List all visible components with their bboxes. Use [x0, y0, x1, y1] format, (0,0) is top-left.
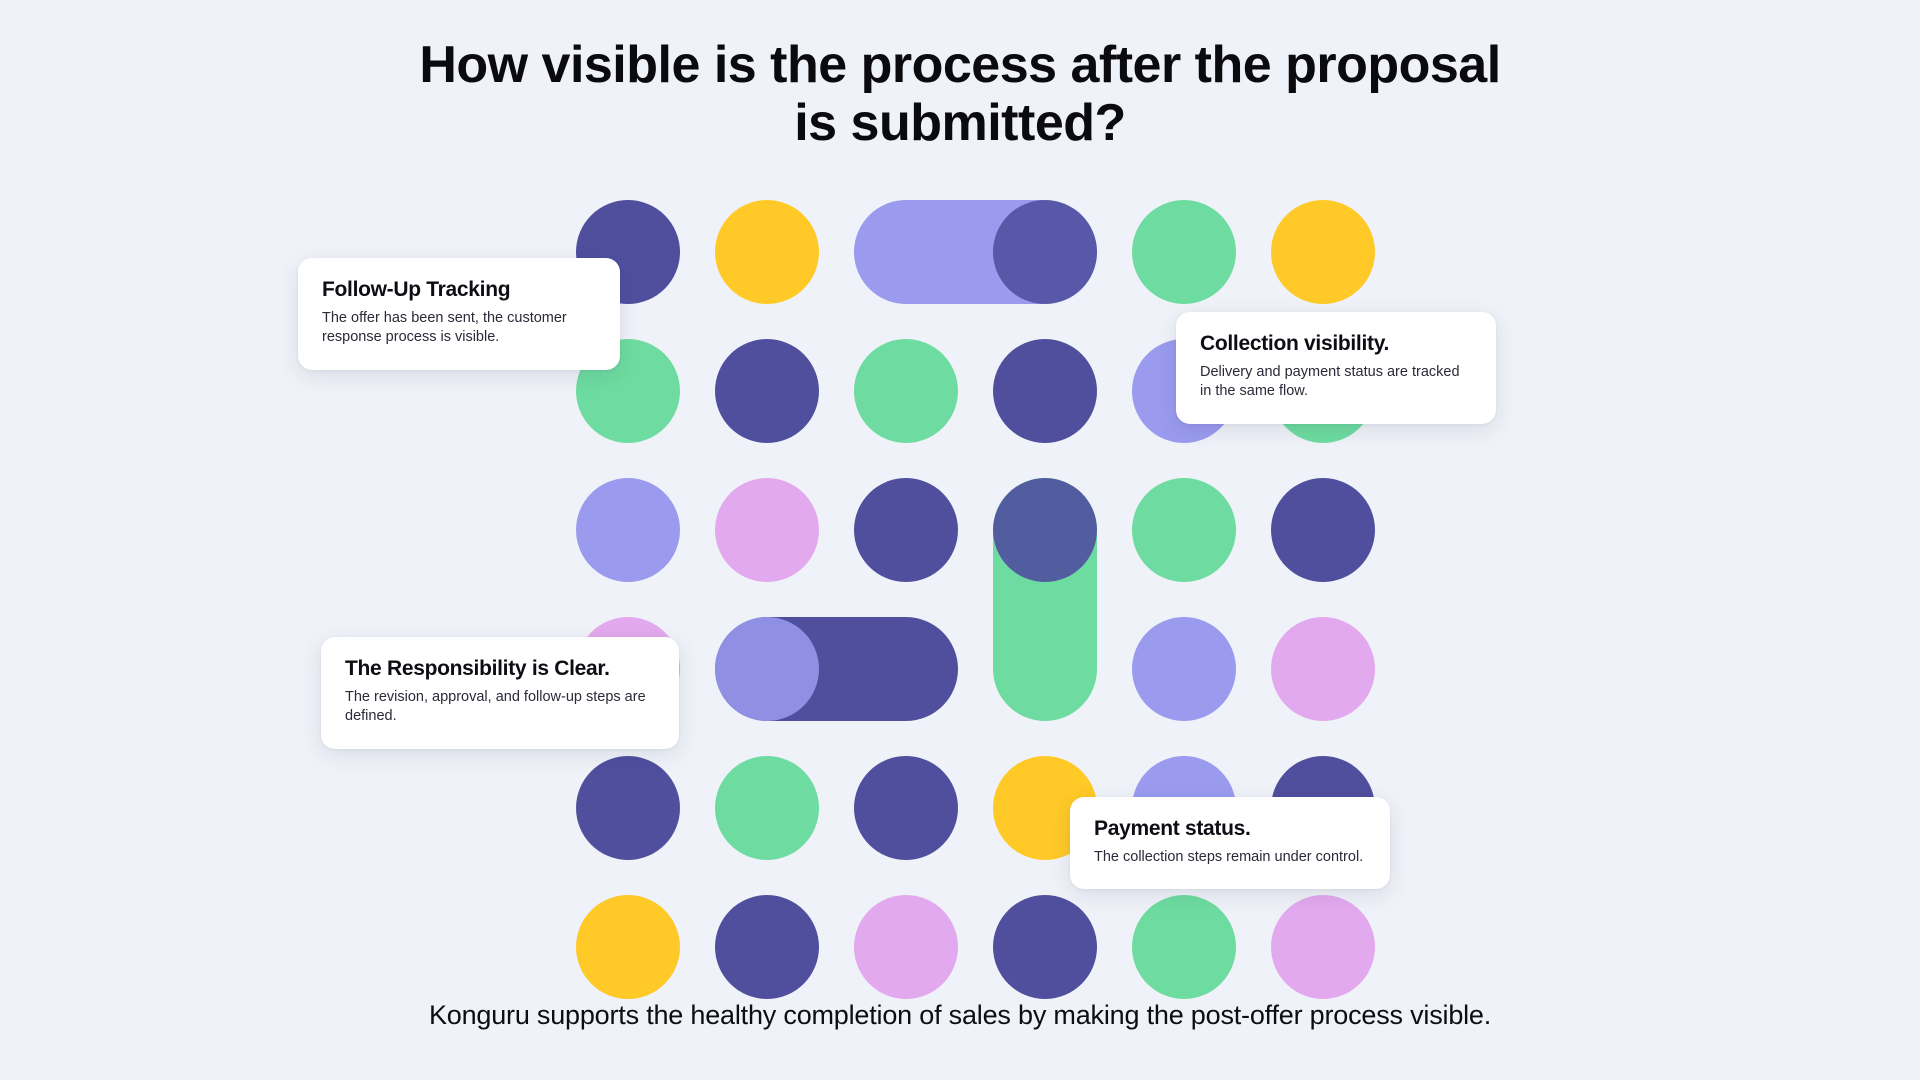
- card-responsibility-is-clear[interactable]: The Responsibility is Clear. The revisio…: [321, 637, 679, 749]
- r6c5-dot-green-icon: [1132, 895, 1236, 999]
- r4c5-dot-light-purple-icon: [1132, 617, 1236, 721]
- card-body: The collection steps remain under contro…: [1094, 849, 1364, 865]
- footer-caption: Konguru supports the healthy completion …: [428, 1000, 1492, 1030]
- card-collection-visibility[interactable]: Collection visibility. Delivery and paym…: [1176, 312, 1496, 424]
- r2c4-dot-dark-purple-icon: [993, 339, 1097, 443]
- card-title: Payment status.: [1094, 817, 1251, 840]
- r3c4-dot-dark-purple-icon: [993, 478, 1097, 582]
- r6c4-dot-dark-purple-icon: [993, 895, 1097, 999]
- r3c5-dot-green-icon: [1132, 478, 1236, 582]
- r6c6-dot-pink-icon: [1271, 895, 1375, 999]
- r6c2-dot-dark-purple-icon: [715, 895, 819, 999]
- r2c3-dot-green-icon: [854, 339, 958, 443]
- card-title: Follow-Up Tracking: [322, 278, 511, 301]
- r3c3-dot-dark-purple-icon: [854, 478, 958, 582]
- r1c5-dot-green-icon: [1132, 200, 1236, 304]
- r5c2-dot-green-icon: [715, 756, 819, 860]
- r3c6-dot-dark-purple-icon: [1271, 478, 1375, 582]
- card-payment-status[interactable]: Payment status. The collection steps rem…: [1070, 797, 1390, 890]
- card-title: The Responsibility is Clear.: [345, 657, 610, 680]
- r6c3-dot-pink-icon: [854, 895, 958, 999]
- r6c1-dot-yellow-icon: [576, 895, 680, 999]
- card-body: The offer has been sent, the customer re…: [322, 310, 567, 346]
- card-body: Delivery and payment status are tracked …: [1200, 364, 1460, 400]
- card-title: Collection visibility.: [1200, 332, 1390, 355]
- r3c2-dot-pink-icon: [715, 478, 819, 582]
- r5c3-dot-dark-purple-icon: [854, 756, 958, 860]
- r2c2-dot-dark-purple-icon: [715, 339, 819, 443]
- r3c1-dot-light-purple-icon: [576, 478, 680, 582]
- r4c6-dot-pink-icon: [1271, 617, 1375, 721]
- r1c2-dot-yellow-icon: [715, 200, 819, 304]
- card-follow-up-tracking[interactable]: Follow-Up Tracking The offer has been se…: [298, 258, 620, 370]
- card-body: The revision, approval, and follow-up st…: [345, 689, 646, 725]
- r1c6-dot-yellow-icon: [1271, 200, 1375, 304]
- page-title: How visible is the process after the pro…: [419, 36, 1501, 153]
- r5c1-dot-dark-purple-icon: [576, 756, 680, 860]
- r4c2-dot-light-purple-icon: [715, 617, 819, 721]
- r1c4-dot-dark-purple-icon: [993, 200, 1097, 304]
